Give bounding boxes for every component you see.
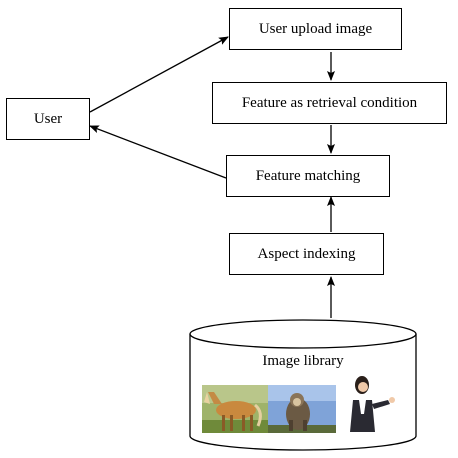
arrow-user-to-upload bbox=[89, 36, 229, 113]
feature-matching-node: Feature matching bbox=[226, 155, 390, 197]
user-node: User bbox=[6, 98, 90, 140]
feature-condition-node: Feature as retrieval condition bbox=[212, 82, 447, 124]
horse-photo bbox=[202, 385, 268, 433]
monkey-photo bbox=[268, 385, 336, 433]
feature-condition-label: Feature as retrieval condition bbox=[241, 94, 418, 111]
image-library-label: Image library bbox=[262, 353, 344, 369]
feature-matching-label: Feature matching bbox=[255, 167, 361, 184]
upload-node: User upload image bbox=[229, 8, 402, 50]
arrow-matching-to-user bbox=[89, 125, 227, 179]
user-label: User bbox=[33, 110, 63, 127]
aspect-indexing-label: Aspect indexing bbox=[257, 245, 356, 262]
woman-photo bbox=[350, 376, 395, 432]
aspect-indexing-node: Aspect indexing bbox=[229, 233, 384, 275]
upload-label: User upload image bbox=[258, 20, 373, 37]
